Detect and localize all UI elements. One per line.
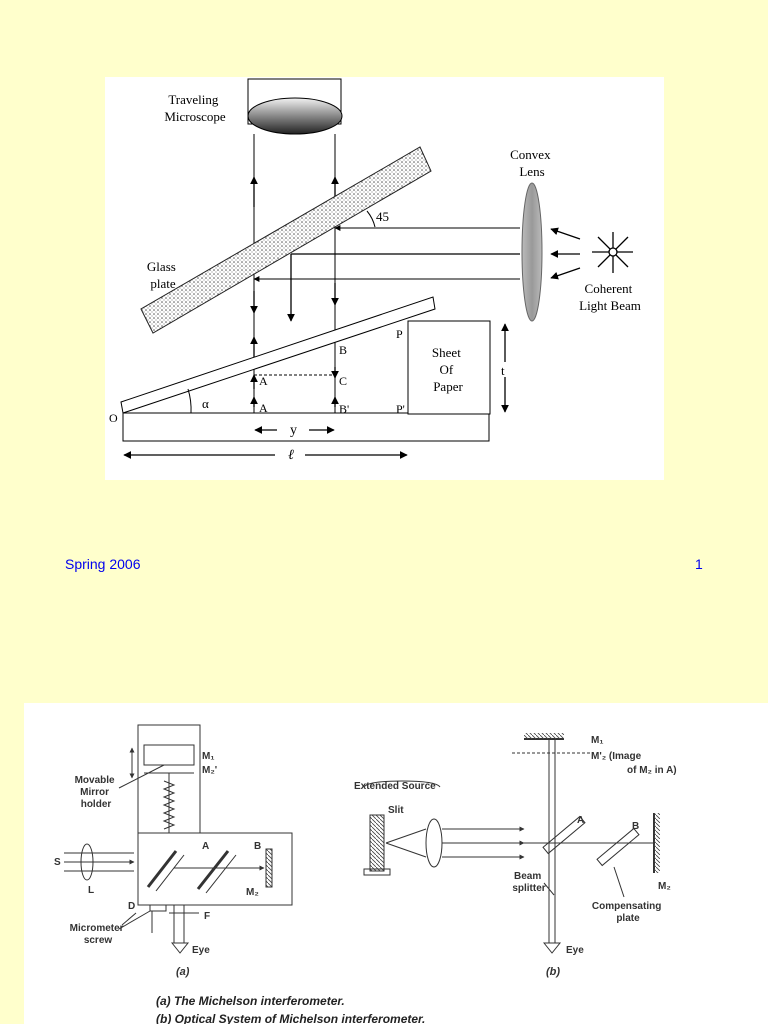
alpha-label: α: [202, 396, 209, 411]
footer-page-number: 1: [695, 556, 703, 572]
point-p-label: P: [396, 327, 403, 341]
interferometer-instrument: [64, 724, 293, 954]
air-wedge-diagram: Traveling Microscope Convex Lens Glass p…: [105, 77, 664, 480]
point-a-lower-label: A: [259, 401, 268, 415]
glass-plate: [140, 146, 432, 334]
left-l-label: L: [88, 885, 94, 896]
micrometer-label: Micrometer screw: [70, 923, 127, 946]
microscope-objective: [247, 97, 343, 135]
right-a-label: A: [577, 815, 584, 826]
left-m1-label: M₁: [202, 751, 214, 762]
base-plate: [122, 412, 490, 442]
movable-mirror-label: Movable Mirror holder: [75, 775, 118, 810]
source-label: Coherent Light Beam: [579, 281, 641, 313]
thickness-t-label: t: [501, 363, 505, 378]
right-m2-label: M₂: [658, 881, 671, 892]
extended-source-label: Extended Source: [354, 781, 436, 792]
footer-date: Spring 2006: [65, 556, 141, 572]
slit-label: Slit: [388, 805, 404, 816]
glass-plate-label: Glass plate: [147, 259, 179, 291]
left-a-label: A: [202, 841, 209, 852]
compensating-plate-label: Compensating plate: [592, 901, 664, 924]
length-ell-label: ℓ: [288, 448, 294, 463]
right-m2prime-label: M'₂ (Image: [591, 751, 642, 762]
paper-label: Sheet Of Paper: [432, 345, 464, 394]
distance-y-label: y: [290, 423, 297, 438]
angle-45-label: 45: [376, 209, 389, 224]
right-m1-label: M₁: [591, 735, 603, 746]
left-b-label: B: [254, 841, 261, 852]
beam-splitter-label: Beam splitter: [512, 871, 545, 894]
top-plate: [120, 296, 436, 414]
michelson-diagram: Movable Mirror holder Micrometer screw M…: [24, 703, 768, 1024]
right-b-label: B: [632, 821, 639, 832]
point-o-label: O: [109, 411, 118, 425]
figure-b-tag: (b): [546, 966, 560, 978]
left-m2-label: M₂: [246, 887, 259, 898]
left-d-label: D: [128, 901, 135, 912]
left-s-label: S: [54, 857, 61, 868]
right-m2prime-label-2: of M₂ in A): [627, 765, 677, 776]
michelson-drawing: Movable Mirror holder Micrometer screw M…: [54, 724, 677, 1024]
optical-system: [363, 733, 660, 954]
light-source-icon: [592, 232, 633, 273]
right-eye-label: Eye: [566, 945, 584, 956]
point-b-label: B: [339, 343, 347, 357]
caption-a: (a) The Michelson interferometer.: [156, 994, 345, 1008]
left-m2prime-label: M₂': [202, 765, 217, 776]
point-pprime-label: P': [396, 402, 405, 416]
figure-a-tag: (a): [176, 966, 190, 978]
convex-lens: [521, 182, 543, 322]
caption-b: (b) Optical System of Michelson interfer…: [156, 1012, 425, 1024]
left-eye-label: Eye: [192, 945, 210, 956]
point-a-upper-label: A: [259, 374, 268, 388]
point-bprime-label: B': [339, 402, 349, 416]
sheet-of-paper: [407, 320, 491, 415]
microscope-label: Traveling Microscope: [164, 92, 226, 124]
point-c-label: C: [339, 374, 347, 388]
left-f-label: F: [204, 911, 210, 922]
lens-label: Convex Lens: [510, 147, 554, 179]
air-wedge-drawing: Traveling Microscope Convex Lens Glass p…: [109, 78, 641, 463]
